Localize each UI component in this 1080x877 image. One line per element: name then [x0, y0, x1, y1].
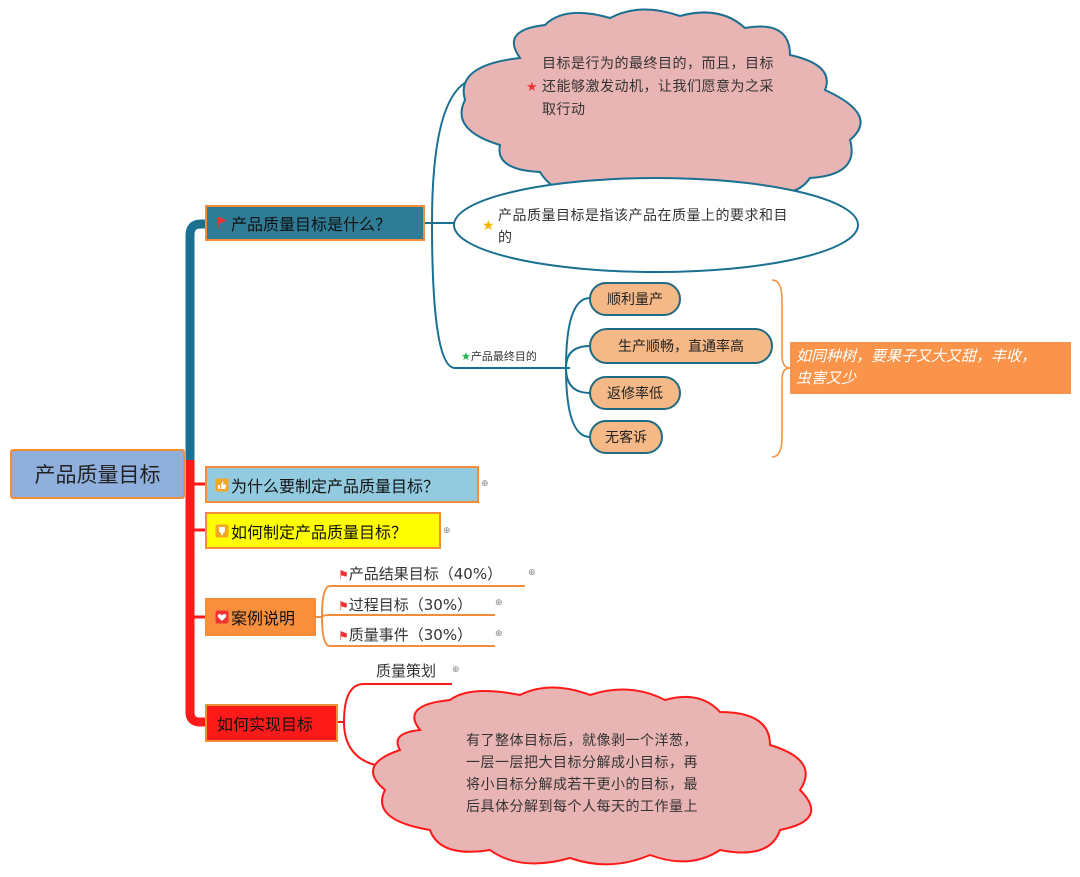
pill-smooth-flow[interactable]: 生产顺畅，直通率高 — [589, 328, 773, 364]
branch-what-is[interactable]: 产品质量目标是什么？ — [205, 205, 425, 241]
case-item-2[interactable]: ⚑过程目标（30%） — [338, 594, 472, 615]
root-label: 产品质量目标 — [34, 463, 161, 487]
quality-planning[interactable]: 质量策划 — [376, 660, 436, 681]
trophy-icon — [215, 524, 229, 538]
branch-why-label: 为什么要制定产品质量目标？ — [231, 476, 440, 496]
ellipse-line-1: 产品质量目标是指该产品在质量上的要求和目 — [498, 208, 788, 224]
cloud-top-text: 目标是行为的最终目的，而且，目标 还能够激发动机，让我们愿意为之采 取行动 — [542, 53, 774, 122]
thumbs-up-icon — [215, 478, 229, 492]
collapse-dot-planning[interactable]: ⊕ — [452, 665, 460, 675]
case-item-2-label: 过程目标（30%） — [348, 596, 473, 614]
note-line-2: 虫害又少 — [796, 369, 857, 387]
red-flag-icon: ⚑ — [338, 629, 349, 643]
trunk-teal — [185, 219, 206, 460]
case-item-1[interactable]: ⚑产品结果目标（40%） — [338, 563, 502, 584]
collapse-dot-case-3[interactable]: ⊕ — [495, 629, 503, 639]
pill-connector-4 — [565, 367, 591, 438]
case-item-3-label: 质量事件（30%） — [348, 626, 473, 644]
final-purpose-label[interactable]: ★产品最终目的 — [461, 348, 537, 364]
pill-connector-3 — [565, 367, 591, 394]
red-star-icon: ★ — [526, 80, 538, 95]
case-connector-2 — [321, 614, 495, 618]
cloud-bottom-line-2: 一层一层把大目标分解成小目标，再 — [466, 755, 698, 771]
branch-case-label: 案例说明 — [231, 609, 296, 628]
cloud-shape-top — [460, 8, 862, 204]
collapse-dot-case-2[interactable]: ⊕ — [495, 598, 503, 608]
cloud-top-line-2: 还能够激发动机，让我们愿意为之采 — [542, 79, 774, 95]
cloud-bottom-line-1: 有了整体目标后，就像剥一个洋葱， — [466, 733, 698, 749]
green-star-icon: ★ — [461, 350, 471, 363]
cloud-bottom-text: 有了整体目标后，就像剥一个洋葱， 一层一层把大目标分解成小目标，再 将小目标分解… — [466, 730, 698, 818]
branch-how-achieve-label: 如何实现目标 — [217, 715, 314, 734]
cloud-top-line-1: 目标是行为的最终目的，而且，目标 — [542, 56, 774, 72]
collapse-dot-case-1[interactable]: ⊕ — [528, 568, 536, 578]
root-node[interactable]: 产品质量目标 — [10, 449, 185, 499]
cloud-bottom-line-4: 后具体分解到每个人每天的工作量上 — [466, 799, 698, 815]
pill-no-complaints[interactable]: 无客诉 — [589, 420, 663, 454]
case-connector-3 — [321, 616, 495, 647]
cloud-bottom-line-3: 将小目标分解成若干更小的目标，最 — [466, 777, 698, 793]
collapse-dot-branch3[interactable]: ⊕ — [443, 526, 451, 536]
trunk-red — [185, 460, 206, 727]
pill-label-1: 顺利量产 — [607, 292, 663, 308]
quality-planning-label: 质量策划 — [376, 662, 437, 680]
ellipse-line-2: 的 — [498, 230, 513, 246]
gold-star-icon: ★ — [482, 218, 495, 234]
red-flag-icon — [215, 216, 229, 230]
heart-icon — [215, 610, 229, 624]
branch1-connector-final — [431, 222, 570, 369]
pill-low-repair[interactable]: 返修率低 — [589, 376, 681, 410]
case-item-1-label: 产品结果目标（40%） — [348, 565, 503, 583]
pill-connector-2 — [565, 345, 591, 369]
branch-how-set-label: 如何制定产品质量目标？ — [231, 522, 408, 542]
red-flag-icon: ⚑ — [338, 599, 349, 613]
final-purpose-text: 产品最终目的 — [470, 350, 537, 363]
branch-why[interactable]: 为什么要制定产品质量目标？ — [205, 466, 479, 503]
definition-ellipse — [453, 177, 859, 273]
note-line-1: 如同种树，要果子又大又甜，丰收， — [796, 347, 1037, 365]
pill-smooth-production[interactable]: 顺利量产 — [589, 282, 681, 316]
branch5-connector-sub — [338, 683, 452, 723]
note-bracket — [771, 279, 791, 458]
branch-how-set[interactable]: 如何制定产品质量目标？ — [205, 512, 441, 549]
pill-label-2: 生产顺畅，直通率高 — [618, 339, 744, 355]
ellipse-text: 产品质量目标是指该产品在质量上的要求和目 的 — [498, 205, 788, 249]
branch-what-is-label: 产品质量目标是什么？ — [231, 215, 392, 234]
note-box[interactable]: 如同种树，要果子又大又甜，丰收， 虫害又少 — [790, 342, 1071, 394]
cloud-top-line-3: 取行动 — [542, 102, 586, 118]
red-flag-icon: ⚑ — [338, 568, 349, 582]
cloud-shape-bottom — [372, 686, 813, 866]
branch-how-achieve[interactable]: 如何实现目标 — [205, 704, 338, 742]
pill-connector-1 — [565, 297, 591, 369]
pill-label-3: 返修率低 — [607, 386, 663, 402]
collapse-dot-branch2[interactable]: ⊕ — [481, 479, 489, 489]
branch-case[interactable]: 案例说明 — [205, 598, 316, 636]
pill-label-4: 无客诉 — [605, 430, 647, 446]
case-item-3[interactable]: ⚑质量事件（30%） — [338, 624, 472, 645]
